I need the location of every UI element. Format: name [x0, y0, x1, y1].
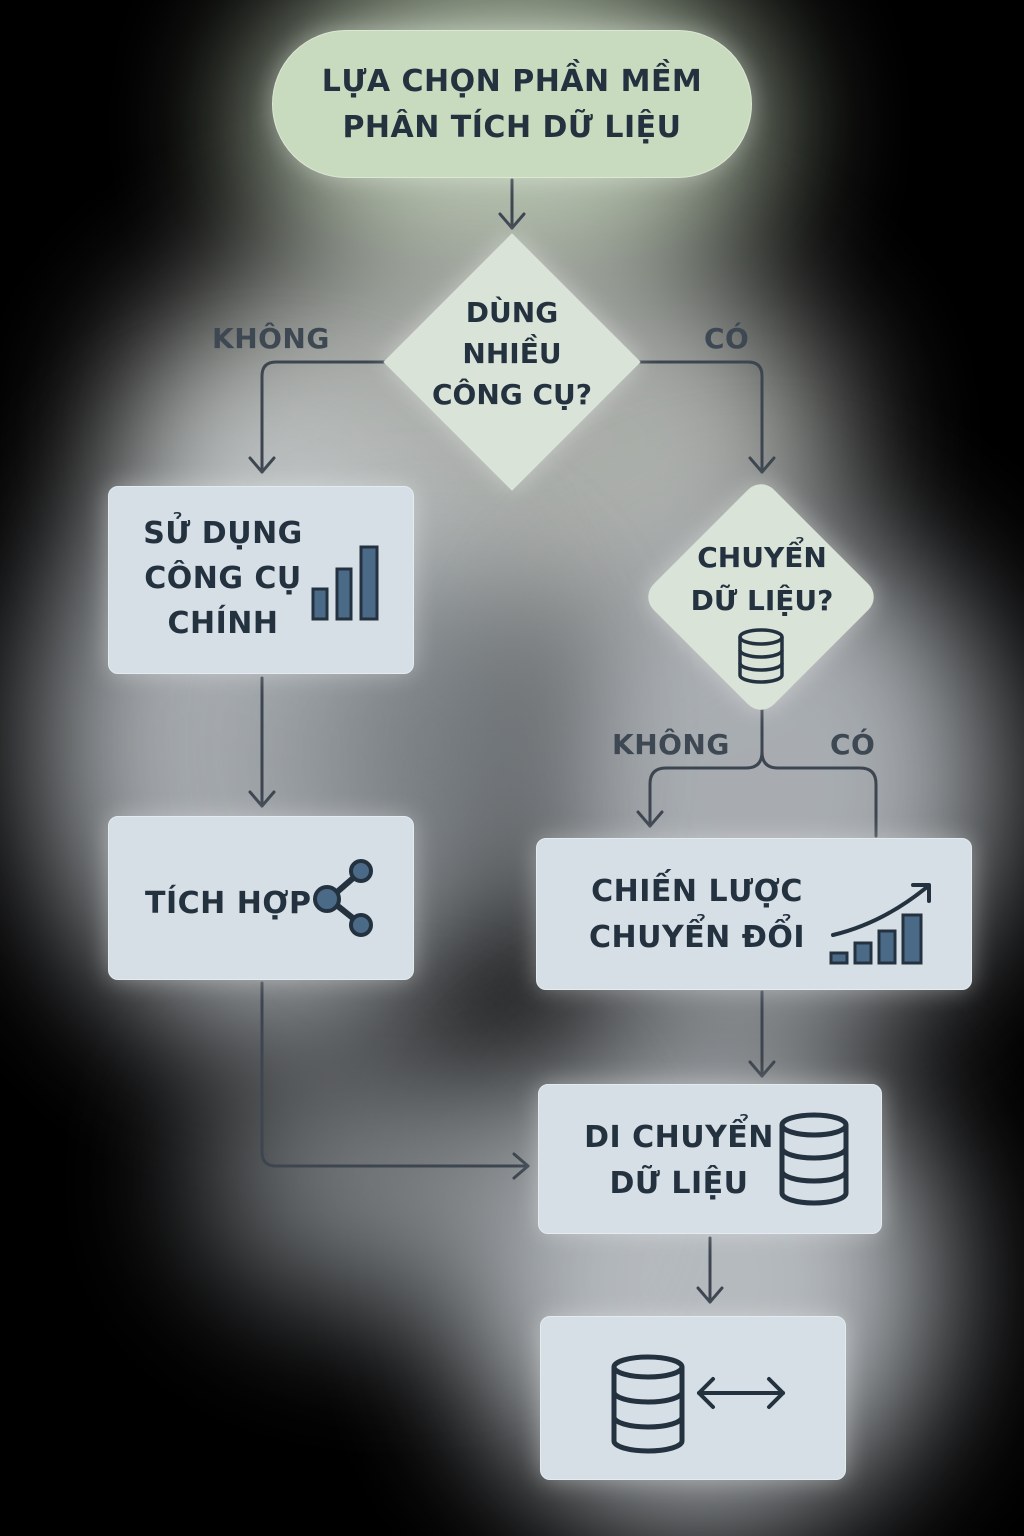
connector-integrate-migrate — [260, 981, 530, 1168]
share-nodes-icon — [313, 859, 373, 937]
migrate-line2: DỮ LIỆU — [609, 1166, 749, 1201]
database-icon — [779, 1112, 849, 1206]
strategy-line1: CHIẾN LƯỢC — [591, 874, 803, 909]
main-tool-node: SỬ DỤNG CÔNG CỤ CHÍNH — [108, 486, 414, 674]
integrate-label: TÍCH HỢP — [145, 886, 312, 921]
growth-chart-icon — [829, 883, 931, 965]
start-label-line2: PHÂN TÍCH DỮ LIỆU — [342, 110, 682, 145]
decision2-yes-label: CÓ — [830, 728, 876, 761]
main-tool-line3: CHÍNH — [167, 606, 279, 641]
strategy-node: CHIẾN LƯỢC CHUYỂN ĐỔI — [536, 838, 972, 990]
strategy-line2: CHUYỂN ĐỔI — [588, 920, 806, 955]
decision1-line1: DÙNG — [465, 296, 559, 329]
decision1-yes-label: CÓ — [704, 322, 750, 355]
start-label-line1: LỰA CHỌN PHẦN MỀM — [321, 64, 703, 99]
migrate-line1: DI CHUYỂN — [584, 1120, 774, 1155]
decision1-line2: NHIỀU — [462, 337, 562, 370]
migrate-data-node: DI CHUYỂN DỮ LIỆU — [538, 1084, 882, 1234]
decision2-line1: CHUYỂN — [697, 541, 827, 574]
bar-chart-icon — [311, 545, 379, 621]
database-icon — [611, 1354, 685, 1454]
database-icon — [738, 628, 784, 684]
decision2-line2: DỮ LIỆU? — [690, 584, 834, 617]
connector-decision-yes — [638, 360, 764, 474]
decision2-no-label: KHÔNG — [612, 728, 730, 761]
decision1-line3: CÔNG CỤ? — [431, 378, 593, 411]
integrate-node: TÍCH HỢP — [108, 816, 414, 980]
double-arrow-icon — [697, 1377, 785, 1409]
main-tool-line1: SỬ DỤNG — [143, 516, 303, 551]
start-node: LỰA CHỌN PHẦN MỀM PHÂN TÍCH DỮ LIỆU — [272, 30, 752, 178]
connector-decision-no — [260, 360, 386, 474]
decision1-no-label: KHÔNG — [212, 322, 330, 355]
sync-node — [540, 1316, 846, 1480]
main-tool-line2: CÔNG CỤ — [144, 561, 302, 596]
connector-decision2-split — [648, 688, 764, 828]
